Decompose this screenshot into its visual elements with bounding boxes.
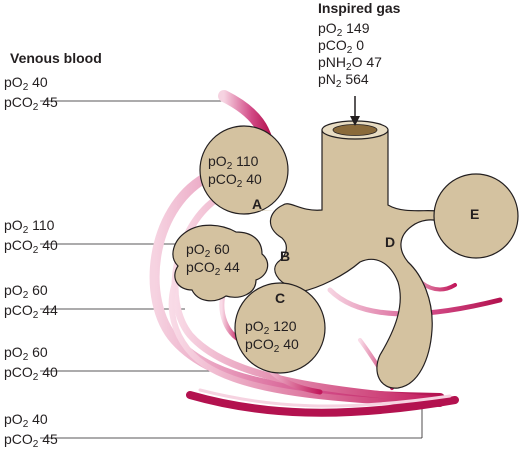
alveolus-c-pco2: pCO2 40 (245, 336, 299, 355)
inspired-pco2: pCO2 0 (318, 37, 365, 56)
venous-blood-header: Venous blood (10, 50, 102, 66)
letter-c: C (275, 290, 286, 306)
airway-opening (321, 120, 389, 140)
inspired-ph2o: pNH2O 47 (318, 54, 382, 73)
left-label-c-pco2: pCO2 40 (4, 364, 58, 383)
alveolus-b-po2: pO2 60 (186, 241, 230, 260)
left-label-b-po2: pO2 60 (4, 282, 48, 301)
leader-lines (40, 100, 423, 439)
alveolus-a-neck (250, 210, 300, 212)
alveolus-a-po2: pO2 110 (208, 153, 259, 172)
alveolus-a-pco2: pCO2 40 (208, 171, 262, 190)
left-label-b-pco2: pCO2 44 (4, 302, 58, 321)
left-label-c-po2: pO2 60 (4, 344, 48, 363)
alveolus-b (172, 224, 269, 302)
airway-lumen (332, 124, 378, 136)
left-label-mixed-pco2: pCO2 45 (4, 431, 58, 450)
inspired-po2: pO2 149 (318, 20, 370, 39)
left-label-a-po2: pO2 110 (4, 217, 55, 236)
vessel-arc-outer (149, 173, 445, 403)
letter-d: D (385, 234, 396, 250)
airway-d (269, 129, 446, 389)
alveolus-e (433, 173, 519, 259)
letter-a: A (252, 196, 263, 212)
pulmonary-vein (186, 391, 459, 417)
left-label-mixed-po2: pO2 40 (4, 411, 48, 430)
inspired-pn2: pN2 564 (318, 71, 369, 90)
inspired-gas-header: Inspired gas (318, 0, 401, 16)
letter-b: B (280, 248, 291, 264)
alveolus-b-pco2: pCO2 44 (186, 259, 240, 278)
alveolus-a (199, 125, 289, 215)
left-label-a-pco2: pCO2 40 (4, 237, 58, 256)
alveolus-c-po2: pO2 120 (245, 318, 297, 337)
vessel-arc-b (168, 255, 443, 407)
left-label-venous-po2: pO2 40 (4, 74, 48, 93)
pulmonary-vein-highlight (198, 388, 452, 408)
letter-e: E (470, 206, 480, 222)
left-label-venous-pco2: pCO2 45 (4, 94, 58, 113)
alveolus-c (234, 282, 326, 374)
airway-tissue (172, 125, 519, 389)
vessel-right-2 (327, 287, 503, 317)
inspired-arrow (350, 96, 360, 126)
